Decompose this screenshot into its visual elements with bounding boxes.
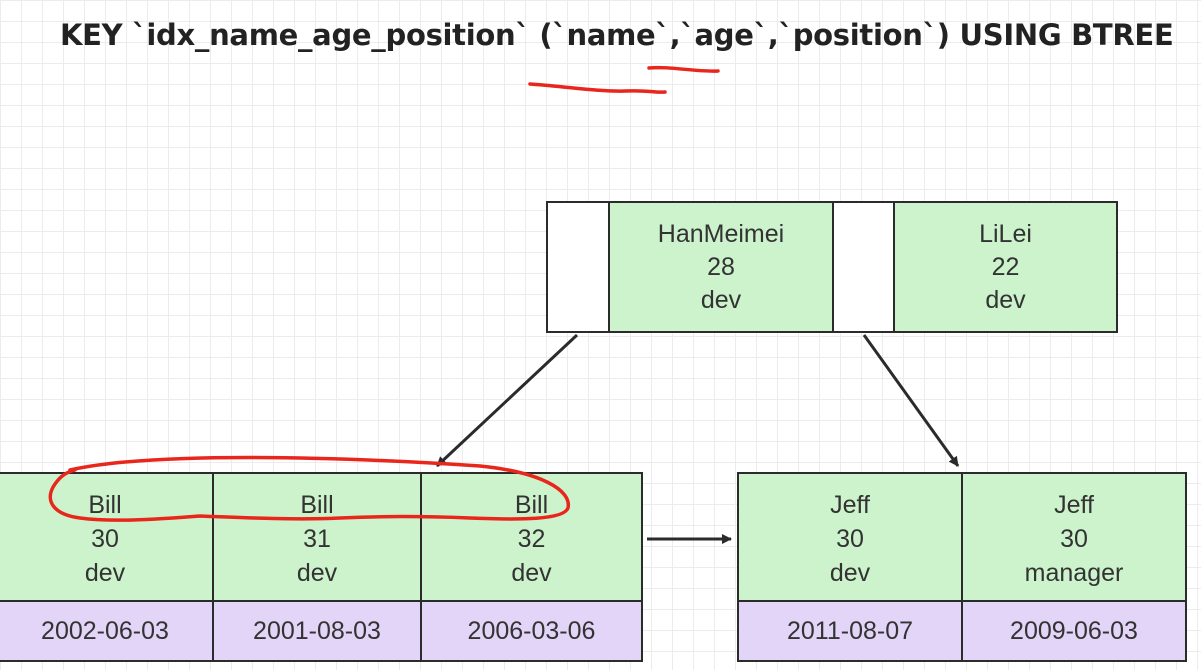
key-position: dev <box>985 285 1026 314</box>
leaf-entry-key: Jeff 30 manager <box>963 474 1185 602</box>
key-name: LiLei <box>979 219 1032 248</box>
key-age: 30 <box>91 525 119 553</box>
key-position: dev <box>511 559 552 587</box>
leaf-entry: Bill 30 dev 2002-06-03 <box>0 474 214 660</box>
pointer-arrow <box>435 333 579 468</box>
key-age: 22 <box>991 252 1020 281</box>
leaf-entry: Jeff 30 dev 2011-08-07 <box>739 474 963 660</box>
index-definition-title: KEY `idx_name_age_position` (`name`,`age… <box>60 18 1174 52</box>
pointer-arrow <box>862 334 960 467</box>
key-name: Bill <box>88 491 122 519</box>
leaf-node: Bill 30 dev 2002-06-03 Bill 31 dev 2001-… <box>0 472 643 662</box>
leaf-entry-value: 2002-06-03 <box>0 602 212 660</box>
root-node: HanMeimei 28 dev LiLei 22 dev <box>546 201 1118 333</box>
leaf-node: Jeff 30 dev 2011-08-07 Jeff 30 manager 2… <box>737 472 1187 662</box>
leaf-entry-key: Bill 30 dev <box>0 474 212 602</box>
key-position: dev <box>296 559 338 587</box>
leaf-entry-value: 2011-08-07 <box>739 602 961 660</box>
root-key: HanMeimei 28 dev <box>610 203 834 331</box>
leaf-entry: Bill 31 dev 2001-08-03 <box>214 474 422 660</box>
underline-mark <box>528 82 667 94</box>
root-pointer-slot <box>548 203 610 331</box>
key-age: 30 <box>1060 525 1088 553</box>
key-age: 32 <box>517 525 546 553</box>
key-name: Jeff <box>1054 491 1094 519</box>
key-age: 30 <box>836 525 864 553</box>
key-name: Bill <box>300 491 334 519</box>
key-position: dev <box>829 559 871 587</box>
key-position: dev <box>700 285 742 314</box>
key-name: Bill <box>514 491 549 519</box>
key-name: HanMeimei <box>657 219 785 248</box>
key-position: manager <box>1024 559 1124 587</box>
leaf-entry: Jeff 30 manager 2009-06-03 <box>963 474 1185 660</box>
leaf-entry: Bill 32 dev 2006-03-06 <box>422 474 641 660</box>
key-age: 28 <box>707 252 735 281</box>
root-key: LiLei 22 dev <box>895 203 1116 331</box>
leaf-entry-key: Bill 32 dev <box>422 474 641 602</box>
root-pointer-slot <box>834 203 895 331</box>
key-position: dev <box>84 559 126 587</box>
leaf-entry-value: 2001-08-03 <box>214 602 420 660</box>
leaf-entry-key: Jeff 30 dev <box>739 474 961 602</box>
leaf-entry-value: 2009-06-03 <box>963 602 1185 660</box>
underline-mark <box>647 65 720 73</box>
key-name: Jeff <box>830 491 870 519</box>
key-age: 31 <box>303 525 331 553</box>
leaf-entry-value: 2006-03-06 <box>422 602 641 660</box>
leaf-entry-key: Bill 31 dev <box>214 474 420 602</box>
